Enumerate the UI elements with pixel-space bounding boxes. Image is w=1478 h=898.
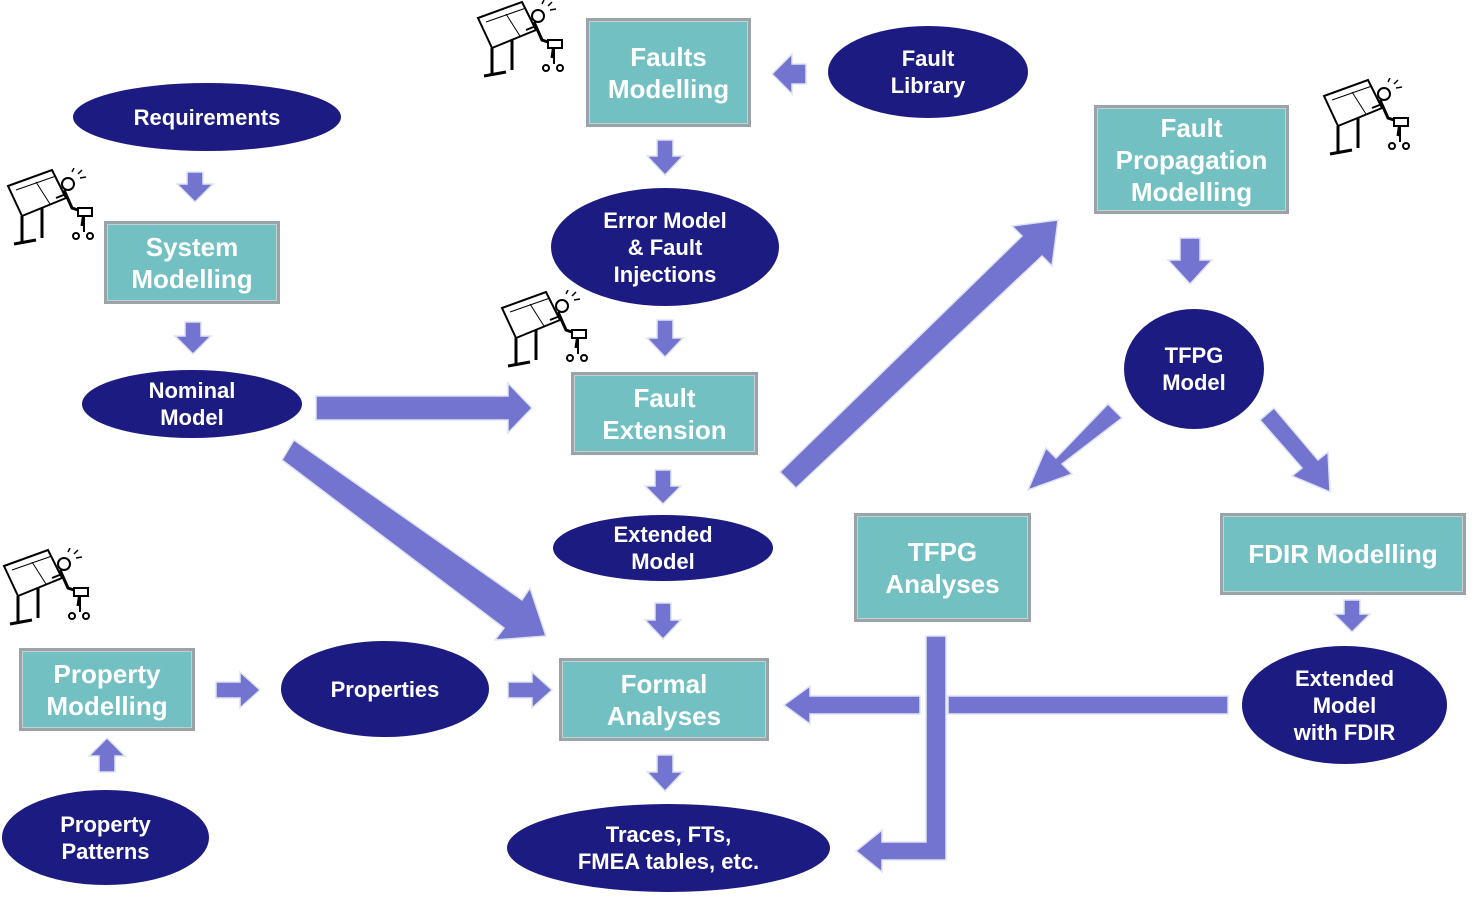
traces-label: Traces, FTs, FMEA tables, etc. <box>577 822 760 874</box>
arrow-extended-to-formal <box>643 602 683 641</box>
arrow-extension-to-extended <box>643 469 683 506</box>
arrow-nominal-to-extension <box>315 381 534 435</box>
fdir-modelling-label: FDIR Modelling <box>1248 539 1438 569</box>
nominal-model-label: Nominal Model <box>148 378 236 430</box>
arrow-formal-to-traces <box>645 754 685 793</box>
arrow-tfpganalyses-to-traces <box>854 635 947 874</box>
arrow-requirements-to-system <box>175 171 215 204</box>
arrow-error-to-extension <box>645 319 685 359</box>
formal-analyses-label: Formal Analyses <box>606 668 722 731</box>
arrow-propagation-to-tfpg <box>1166 237 1214 286</box>
arrow-faults-to-error <box>645 139 685 177</box>
extended-model-label: Extended Model <box>613 522 713 574</box>
fault-library-node[interactable]: Fault Library <box>828 26 1028 118</box>
faults-modelling-box[interactable]: Faults Modelling <box>586 18 751 127</box>
property-patterns-label: Property Patterns <box>60 811 151 864</box>
formal-analyses-box[interactable]: Formal Analyses <box>559 658 769 741</box>
fdir-modelling-box[interactable]: FDIR Modelling <box>1220 513 1466 595</box>
fault-propagation-modelling-box[interactable]: Fault Propagation Modelling <box>1094 105 1289 214</box>
nominal-model-node[interactable]: Nominal Model <box>82 370 302 438</box>
requirements-node[interactable]: Requirements <box>73 83 341 151</box>
tfpg-analyses-label: TFPG Analyses <box>885 536 1000 599</box>
traces-node[interactable]: Traces, FTs, FMEA tables, etc. <box>507 804 830 892</box>
extended-model-fdir-node[interactable]: Extended Model with FDIR <box>1242 646 1447 764</box>
property-modelling-box[interactable]: Property Modelling <box>19 648 195 731</box>
faults-modelling-label: Faults Modelling <box>607 41 730 104</box>
arrow-tfpgmodel-to-fdir <box>1258 406 1331 494</box>
requirements-label: Requirements <box>133 104 281 130</box>
arrow-system-to-nominal <box>173 321 213 356</box>
fault-extension-box[interactable]: Fault Extension <box>571 372 758 455</box>
extended-model-fdir-label: Extended Model with FDIR <box>1293 665 1396 745</box>
arrow-patterns-to-property <box>87 736 127 773</box>
arrow-extension-to-propagation <box>778 219 1059 490</box>
properties-label: Properties <box>330 676 440 702</box>
arrow-nominal-to-formal <box>281 438 548 641</box>
arrow-extendedfdir-to-formal-right <box>947 695 1229 715</box>
tfpg-model-node[interactable]: TFPG Model <box>1124 309 1264 429</box>
arrow-tfpgmodel-to-analyses <box>1026 402 1124 492</box>
property-patterns-node[interactable]: Property Patterns <box>2 790 209 885</box>
arrow-properties-to-formal <box>507 670 554 710</box>
property-modelling-label: Property Modelling <box>46 658 168 721</box>
error-model-node[interactable]: Error Model & Fault Injections <box>551 188 779 306</box>
arrow-library-to-faults <box>770 52 807 96</box>
fault-extension-label: Fault Extension <box>602 382 727 445</box>
extended-model-node[interactable]: Extended Model <box>553 515 773 581</box>
arrow-extendedfdir-to-formal-head <box>782 684 921 726</box>
fault-propagation-modelling-label: Fault Propagation Modelling <box>1115 112 1268 207</box>
system-modelling-label: System Modelling <box>131 231 253 294</box>
drafting-table-icon <box>1322 78 1411 156</box>
fault-library-label: Fault Library <box>890 46 966 98</box>
tfpg-model-label: TFPG Model <box>1162 343 1226 395</box>
drafting-table-icon <box>500 290 589 368</box>
tfpg-analyses-box[interactable]: TFPG Analyses <box>854 513 1031 622</box>
arrow-fdir-to-extendedfdir <box>1332 599 1372 634</box>
drafting-table-icon <box>2 548 91 626</box>
arrow-property-to-properties <box>215 670 262 710</box>
properties-node[interactable]: Properties <box>281 641 489 737</box>
drafting-table-icon <box>476 0 565 78</box>
error-model-label: Error Model & Fault Injections <box>603 207 727 287</box>
system-modelling-box[interactable]: System Modelling <box>104 221 280 304</box>
drafting-table-icon <box>6 168 95 246</box>
